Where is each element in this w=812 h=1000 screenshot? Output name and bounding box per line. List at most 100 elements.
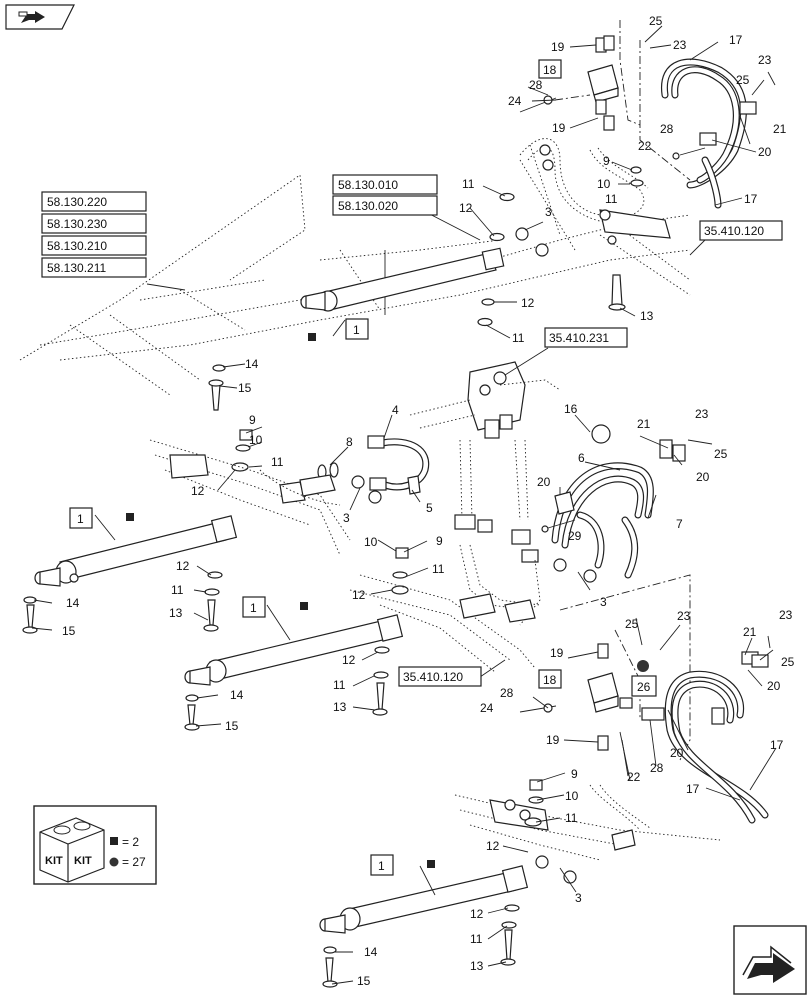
callout-12[interactable]: 12: [342, 653, 356, 667]
callout-21[interactable]: 21: [743, 625, 757, 639]
callout-12[interactable]: 12: [352, 588, 366, 602]
callout-23[interactable]: 23: [779, 608, 793, 622]
ref-link-58-130-220[interactable]: 58.130.220: [41, 191, 147, 212]
callout-12[interactable]: 12: [486, 839, 500, 853]
callout-15[interactable]: 15: [357, 974, 371, 988]
callout-25[interactable]: 25: [781, 655, 795, 669]
callout-13[interactable]: 13: [640, 309, 654, 323]
callout-20[interactable]: 20: [758, 145, 772, 159]
callout-19[interactable]: 19: [550, 646, 564, 660]
callout-19[interactable]: 19: [551, 40, 565, 54]
callout-13[interactable]: 13: [333, 700, 347, 714]
callout-11[interactable]: 11: [605, 192, 618, 206]
callout-11[interactable]: 11: [462, 177, 475, 191]
callout-17[interactable]: 17: [744, 192, 758, 206]
callout-29[interactable]: 29: [568, 529, 582, 543]
callout-25[interactable]: 25: [736, 73, 750, 87]
ref-link-58-130-230[interactable]: 58.130.230: [41, 213, 147, 234]
callout-20[interactable]: 20: [767, 679, 781, 693]
callout-14[interactable]: 14: [230, 688, 244, 702]
callout-24[interactable]: 24: [480, 701, 494, 715]
callout-11[interactable]: 11: [271, 455, 284, 469]
callout-20[interactable]: 20: [696, 470, 710, 484]
callout-11[interactable]: 11: [333, 678, 346, 692]
callout-box-1-left[interactable]: 1: [69, 507, 134, 529]
callout-28[interactable]: 28: [500, 686, 514, 700]
callout-11[interactable]: 11: [171, 583, 184, 597]
next-page-button[interactable]: [733, 925, 807, 995]
callout-7[interactable]: 7: [676, 517, 683, 531]
callout-11[interactable]: 11: [565, 811, 578, 825]
ref-link-35-410-231[interactable]: 35.410.231: [544, 327, 628, 348]
callout-3[interactable]: 3: [600, 595, 607, 609]
callout-14[interactable]: 14: [245, 357, 259, 371]
callout-10[interactable]: 10: [597, 177, 611, 191]
callout-11[interactable]: 11: [470, 932, 483, 946]
callout-14[interactable]: 14: [364, 945, 378, 959]
ref-link-58-130-020[interactable]: 58.130.020: [332, 195, 438, 216]
callout-23[interactable]: 23: [758, 53, 772, 67]
ref-link-58-130-010[interactable]: 58.130.010: [332, 174, 438, 195]
callout-4[interactable]: 4: [392, 403, 399, 417]
callout-12[interactable]: 12: [176, 559, 190, 573]
callout-28[interactable]: 28: [529, 78, 543, 92]
callout-28[interactable]: 28: [650, 761, 664, 775]
callout-22[interactable]: 22: [627, 770, 641, 784]
callout-15[interactable]: 15: [62, 624, 76, 638]
callout-9[interactable]: 9: [249, 413, 256, 427]
callout-box-1-upper[interactable]: 1: [308, 318, 369, 341]
callout-box-18-upper[interactable]: 18: [538, 59, 562, 79]
callout-10[interactable]: 10: [565, 789, 579, 803]
callout-23[interactable]: 23: [695, 407, 709, 421]
callout-3[interactable]: 3: [545, 205, 552, 219]
callout-9[interactable]: 9: [603, 154, 610, 168]
callout-box-18-lower[interactable]: 18: [538, 669, 562, 689]
callout-6[interactable]: 6: [578, 451, 585, 465]
callout-23[interactable]: 23: [677, 609, 691, 623]
callout-17[interactable]: 17: [770, 738, 784, 752]
back-button[interactable]: [5, 4, 75, 30]
callout-20[interactable]: 20: [537, 475, 551, 489]
ref-link-58-130-210[interactable]: 58.130.210: [41, 235, 147, 256]
callout-9[interactable]: 9: [571, 767, 578, 781]
callout-15[interactable]: 15: [225, 719, 239, 733]
callout-25[interactable]: 25: [714, 447, 728, 461]
callout-17[interactable]: 17: [729, 33, 743, 47]
callout-25[interactable]: 25: [649, 14, 663, 28]
callout-box-1-lower[interactable]: 1: [370, 854, 435, 876]
callout-8[interactable]: 8: [346, 435, 353, 449]
callout-11[interactable]: 11: [512, 331, 525, 345]
callout-3[interactable]: 3: [343, 511, 350, 525]
callout-16[interactable]: 16: [564, 402, 578, 416]
callout-21[interactable]: 21: [637, 417, 651, 431]
callout-28[interactable]: 28: [660, 122, 674, 136]
callout-12[interactable]: 12: [459, 201, 473, 215]
callout-11[interactable]: 11: [432, 562, 445, 576]
callout-19[interactable]: 19: [552, 121, 566, 135]
callout-box-1-middle[interactable]: 1: [242, 596, 308, 618]
callout-10[interactable]: 10: [364, 535, 378, 549]
callout-19[interactable]: 19: [546, 733, 560, 747]
callout-20[interactable]: 20: [670, 746, 684, 760]
callout-23[interactable]: 23: [673, 38, 687, 52]
callout-box-26[interactable]: 26: [631, 675, 657, 697]
callout-17[interactable]: 17: [686, 782, 700, 796]
callout-22[interactable]: 22: [638, 139, 652, 153]
callout-14[interactable]: 14: [66, 596, 80, 610]
callout-12[interactable]: 12: [521, 296, 535, 310]
callout-15[interactable]: 15: [238, 381, 252, 395]
callout-9[interactable]: 9: [436, 534, 443, 548]
callout-3[interactable]: 3: [575, 891, 582, 905]
callout-13[interactable]: 13: [169, 606, 183, 620]
ref-link-35-410-120-lower[interactable]: 35.410.120: [398, 666, 482, 687]
callout-13[interactable]: 13: [470, 959, 484, 973]
callout-25[interactable]: 25: [625, 617, 639, 631]
ref-link-35-410-120-upper[interactable]: 35.410.120: [699, 220, 783, 241]
callout-5[interactable]: 5: [426, 501, 433, 515]
callout-12[interactable]: 12: [470, 907, 484, 921]
callout-10[interactable]: 10: [249, 433, 263, 447]
callout-12[interactable]: 12: [191, 484, 205, 498]
callout-24[interactable]: 24: [508, 94, 522, 108]
ref-link-58-130-211[interactable]: 58.130.211: [41, 257, 147, 278]
callout-21[interactable]: 21: [773, 122, 787, 136]
